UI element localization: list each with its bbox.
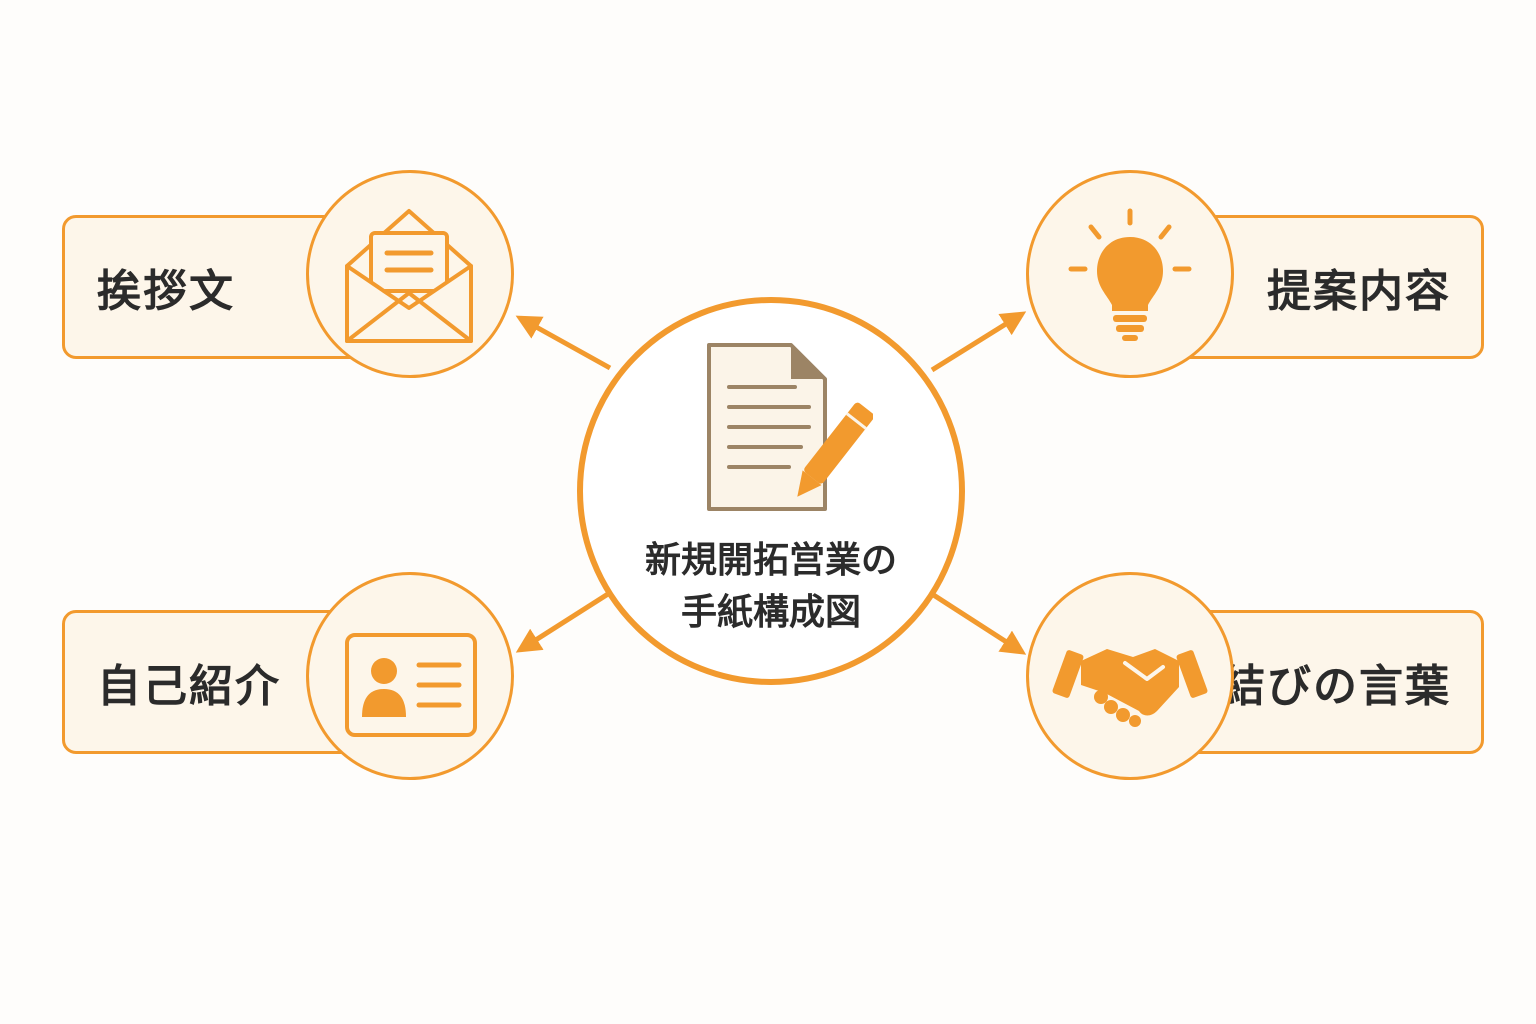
node-self-intro-icon-circle bbox=[306, 572, 514, 780]
arrow-to-greeting bbox=[515, 315, 612, 371]
center-title-line1: 新規開拓営業の bbox=[644, 540, 897, 581]
center-node: 新規開拓営業の 手紙構成図 bbox=[577, 297, 965, 685]
node-greeting-label: 挨拶文 bbox=[97, 266, 235, 317]
node-proposal-label: 提案内容 bbox=[1267, 266, 1451, 317]
node-greeting-icon-circle bbox=[306, 170, 514, 378]
node-proposal-icon-circle bbox=[1026, 170, 1234, 378]
document-with-pen-icon bbox=[707, 343, 873, 511]
arrow-to-proposal bbox=[930, 311, 1027, 373]
handshake-icon bbox=[1052, 649, 1208, 727]
center-title: 新規開拓営業の 手紙構成図 bbox=[583, 535, 959, 639]
node-closing-icon-circle bbox=[1026, 572, 1234, 780]
node-closing-label: 結びの言葉 bbox=[1221, 661, 1451, 712]
arrow-to-closing bbox=[930, 591, 1027, 655]
node-self-intro-label: 自己紹介 bbox=[97, 661, 281, 712]
node-closing: 結びの言葉 bbox=[1174, 610, 1484, 754]
arrow-to-self-intro bbox=[515, 591, 610, 653]
lightbulb-icon bbox=[1068, 208, 1192, 341]
center-title-line2: 手紙構成図 bbox=[680, 592, 861, 633]
open-envelope-icon bbox=[345, 209, 473, 343]
id-card-icon bbox=[345, 633, 477, 737]
